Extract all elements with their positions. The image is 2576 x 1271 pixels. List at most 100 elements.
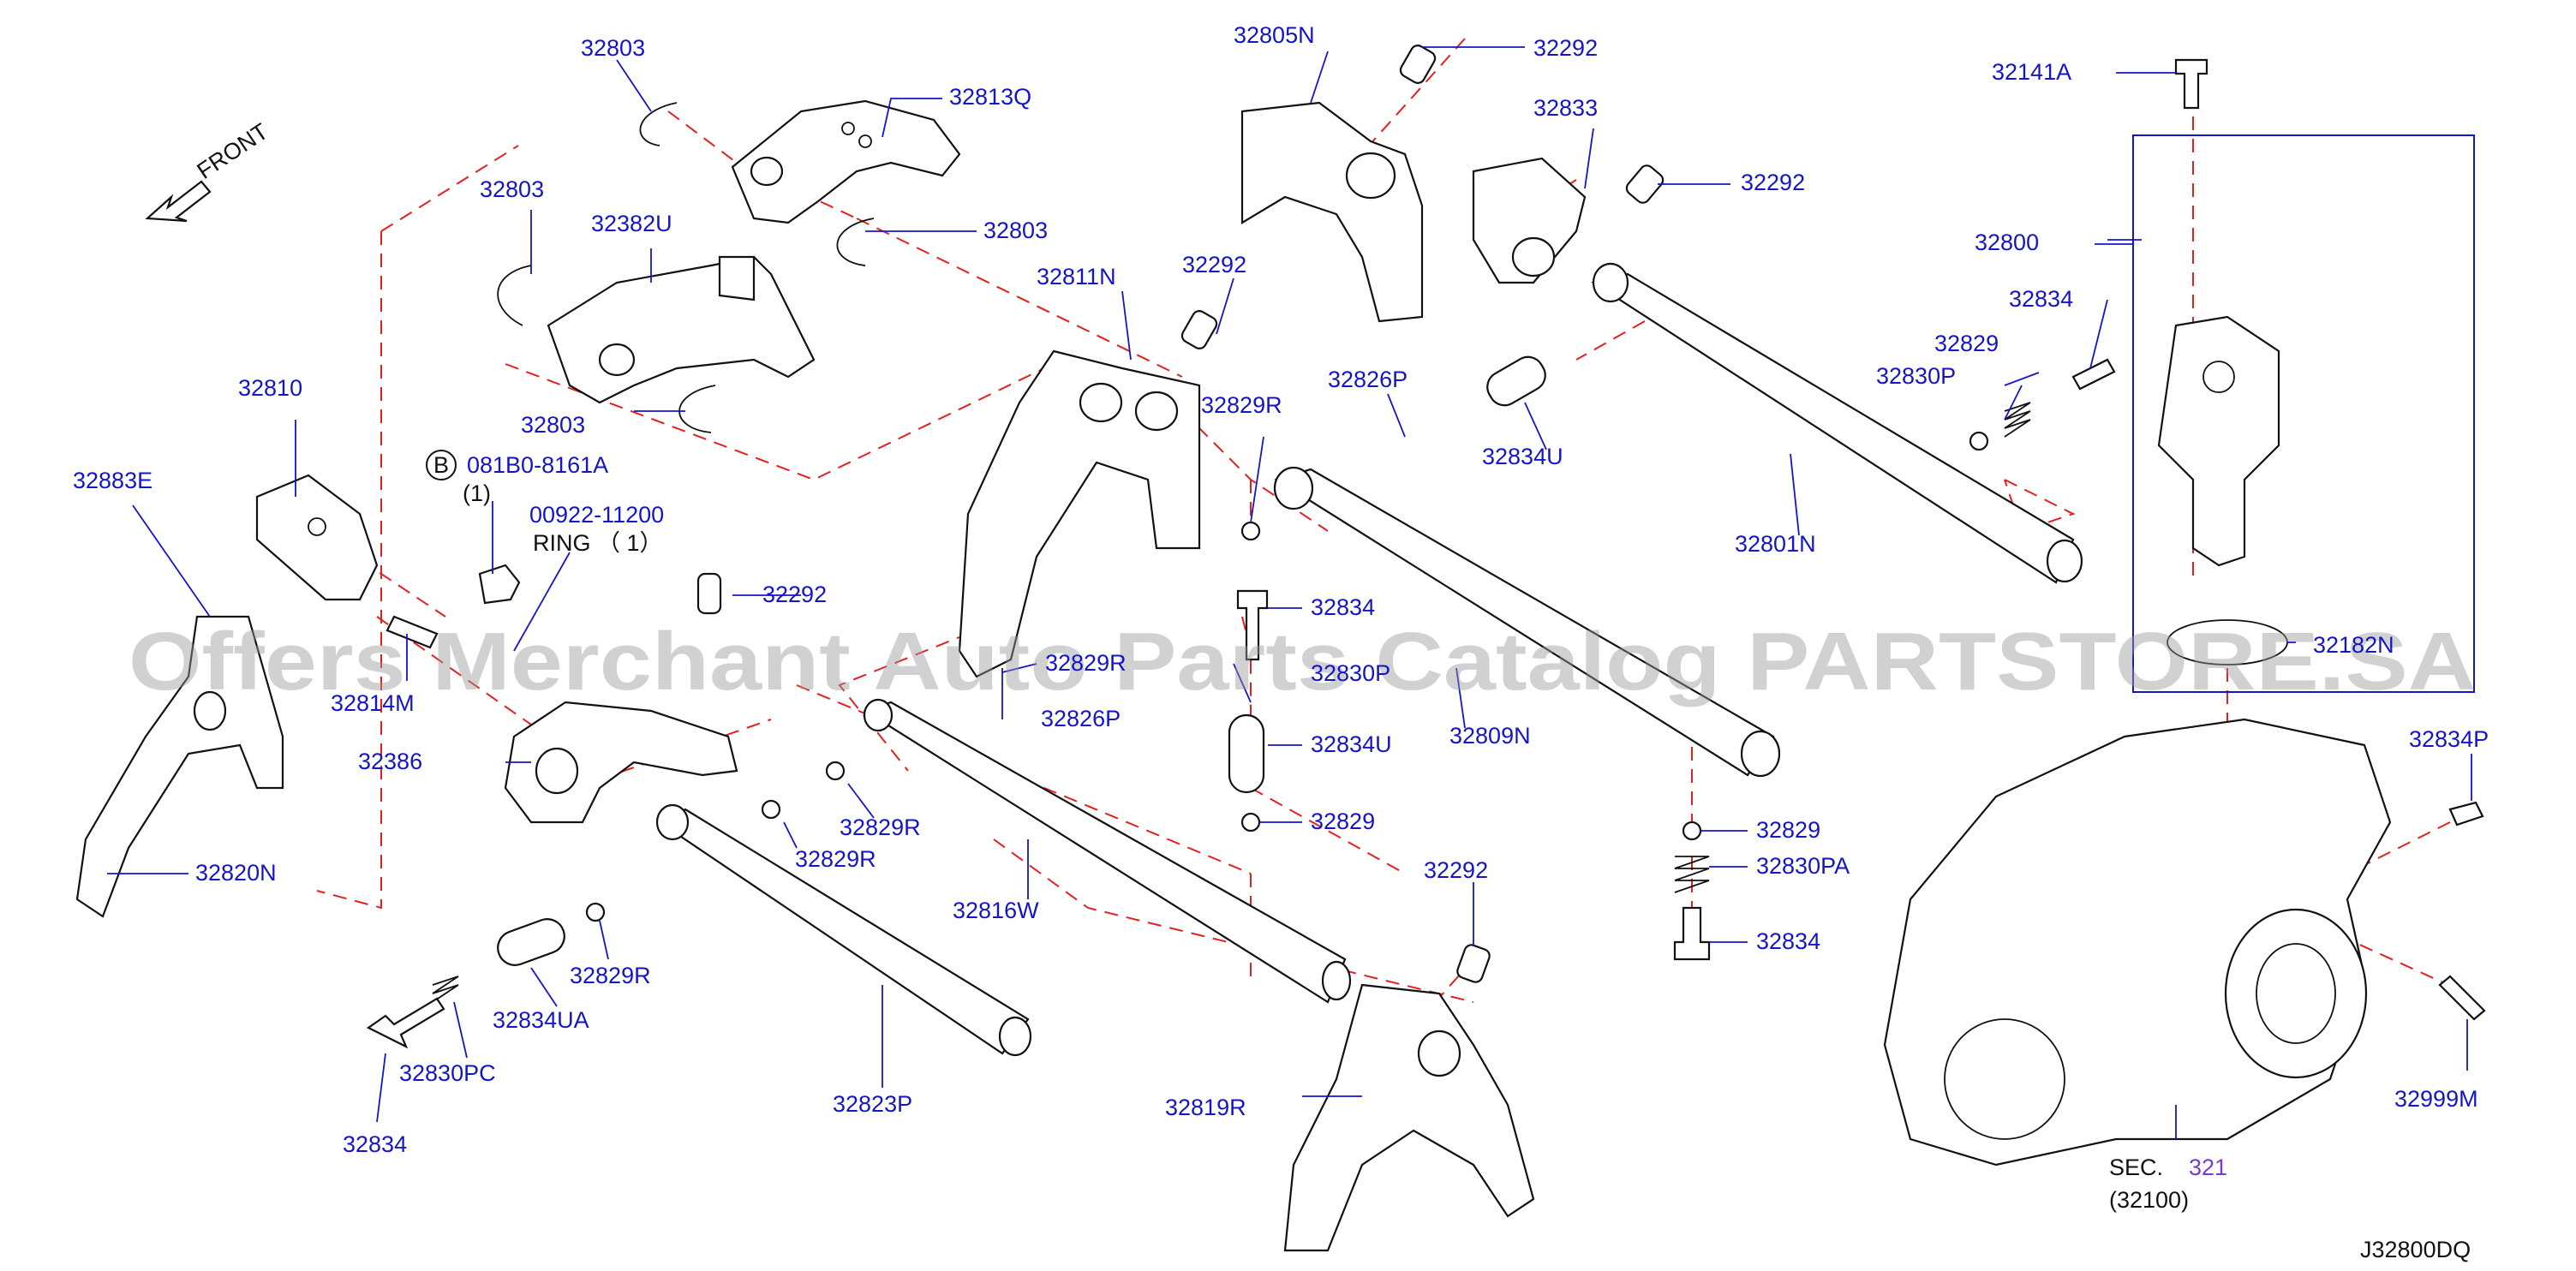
callout-c56[interactable]: 321 [2189,1155,2227,1180]
callout-c37[interactable]: 32829R [840,815,921,840]
callout-c16[interactable]: 32811N [1037,264,1116,289]
bracket-32833 [1472,157,1587,284]
callout-c50[interactable]: 32823P [833,1091,912,1117]
spring-32830p [2004,402,2031,438]
callout-c35[interactable]: 32809N [1449,723,1531,749]
ball-32829-c [1682,820,1702,841]
callout-c3[interactable]: 32803 [983,218,1048,243]
callout-c38[interactable]: 32829 [1311,809,1375,834]
callout-c23[interactable]: 32883E [73,468,152,493]
callout-c49[interactable]: 32834 [343,1131,407,1157]
plug-32834ua [497,918,565,966]
callout-c19[interactable]: 32826P [1328,367,1408,392]
callout-c42[interactable]: 32829 [1756,817,1820,843]
callout-c4[interactable]: 32803 [480,176,544,202]
callout-c8[interactable]: 32292 [1533,35,1598,61]
callout-c24[interactable]: 081B0-8161A [467,452,608,478]
callout-c29[interactable]: 32834 [1311,594,1375,620]
callout-c51[interactable]: 32819R [1165,1095,1246,1120]
callout-c47[interactable]: 32829R [570,963,651,988]
callout-c33[interactable]: 32826P [1041,706,1121,731]
callout-c26[interactable]: 00922-11200 [529,502,664,528]
callout-c11[interactable]: 32141A [1992,59,2071,85]
front-arrow-icon [145,180,212,223]
plug-32834u-b [1228,713,1265,794]
callout-c10[interactable]: 32292 [1741,170,1805,195]
callout-c13[interactable]: 32834 [2009,286,2073,312]
callout-c58: B [433,452,449,478]
ball-32829-a [1240,521,1261,541]
clip-32803-c [497,265,532,326]
clip-32803-b [836,218,875,266]
shaft-32809n [1273,466,1781,778]
callout-c12[interactable]: 32800 [1975,230,2039,255]
actuator-32800 [2157,315,2280,567]
callout-c20[interactable]: 32829R [1201,392,1282,418]
callout-c18[interactable]: 32810 [238,375,302,401]
callout-c27: RING （ 1） [533,530,663,556]
ball-32829-d [1969,431,1989,451]
bolt-32834-a [1236,589,1269,661]
callout-c5[interactable]: 32382U [591,211,672,236]
leader-lines [107,46,2475,1139]
callout-c30[interactable]: 32814M [331,690,415,716]
pin-32292-c [1180,310,1218,349]
callout-c55: SEC. [2109,1155,2163,1180]
callout-c6[interactable]: 32803 [521,412,585,438]
callout-c48[interactable]: 32830PC [399,1060,496,1086]
bolt-32834p [2448,801,2484,826]
shift-fork-32819r [1283,983,1535,1252]
callout-c46[interactable]: 32834UA [493,1007,589,1033]
ball-32829r-b [761,799,781,820]
ball-32829r-a [825,761,846,781]
shift-fork-32805n [1240,101,1424,323]
watermark: Offers Merchant Auto Parts Catalog PARTS… [129,616,2476,707]
callout-c44[interactable]: 32292 [1424,857,1488,883]
plug-32834u-a [1486,355,1546,407]
part-drawings [75,45,2486,1252]
bolt-32834-b [1673,906,1711,961]
pin-32292-b [1625,164,1665,204]
callout-c28[interactable]: 32292 [762,582,827,607]
callout-b-circle [426,450,457,480]
callout-c45[interactable]: 32834 [1756,928,1820,954]
callout-c1[interactable]: 32803 [581,35,645,61]
callout-c41[interactable]: 32820N [195,860,277,886]
front-label: FRONT [193,118,273,184]
callout-c34[interactable]: 32834U [1311,731,1392,757]
callout-c39[interactable]: 32829R [795,846,876,872]
spring-32830pc [432,976,459,1003]
callout-c40[interactable]: 32816W [953,898,1039,923]
shaft-32801n [1591,262,2083,584]
callout-c14[interactable]: 32829 [1934,331,1999,356]
callout-c2[interactable]: 32813Q [949,84,1031,110]
ball-32829r-c [585,902,606,922]
callout-c17[interactable]: 32292 [1182,252,1246,277]
ball-32829-b [1240,812,1261,832]
callout-c32[interactable]: 32830P [1311,660,1390,686]
pin-32292-d [696,572,722,615]
diagram-code: J32800DQ [2360,1237,2471,1262]
callout-c43[interactable]: 32830PA [1756,853,1850,879]
callout-c52[interactable]: 32182N [2313,632,2394,658]
callout-c9[interactable]: 32833 [1533,95,1598,121]
fork-rail-32813q [731,99,961,224]
callout-c21[interactable]: 32834U [1482,444,1563,469]
spring-32830pa [1674,856,1710,893]
shaft-32823p [655,803,1032,1057]
pin-32292-e [1456,944,1491,983]
callout-c36[interactable]: 32386 [358,749,422,774]
callout-c31[interactable]: 32829R [1045,650,1127,676]
pin-32814m [386,615,439,649]
callout-c22[interactable]: 32801N [1735,531,1816,557]
callout-labels: 32803 32813Q 32803 32803 32382U 32803 32… [73,22,2489,1213]
callout-c54[interactable]: 32999M [2394,1086,2478,1112]
clip-32803-d [678,385,716,433]
callout-c53[interactable]: 32834P [2409,726,2489,752]
bolt-081b0-8161a [478,564,521,605]
bolt-32834-c [366,997,445,1049]
callout-c15[interactable]: 32830P [1876,363,1956,389]
callout-c57: (32100) [2109,1187,2189,1213]
callout-c7[interactable]: 32805N [1234,22,1315,48]
